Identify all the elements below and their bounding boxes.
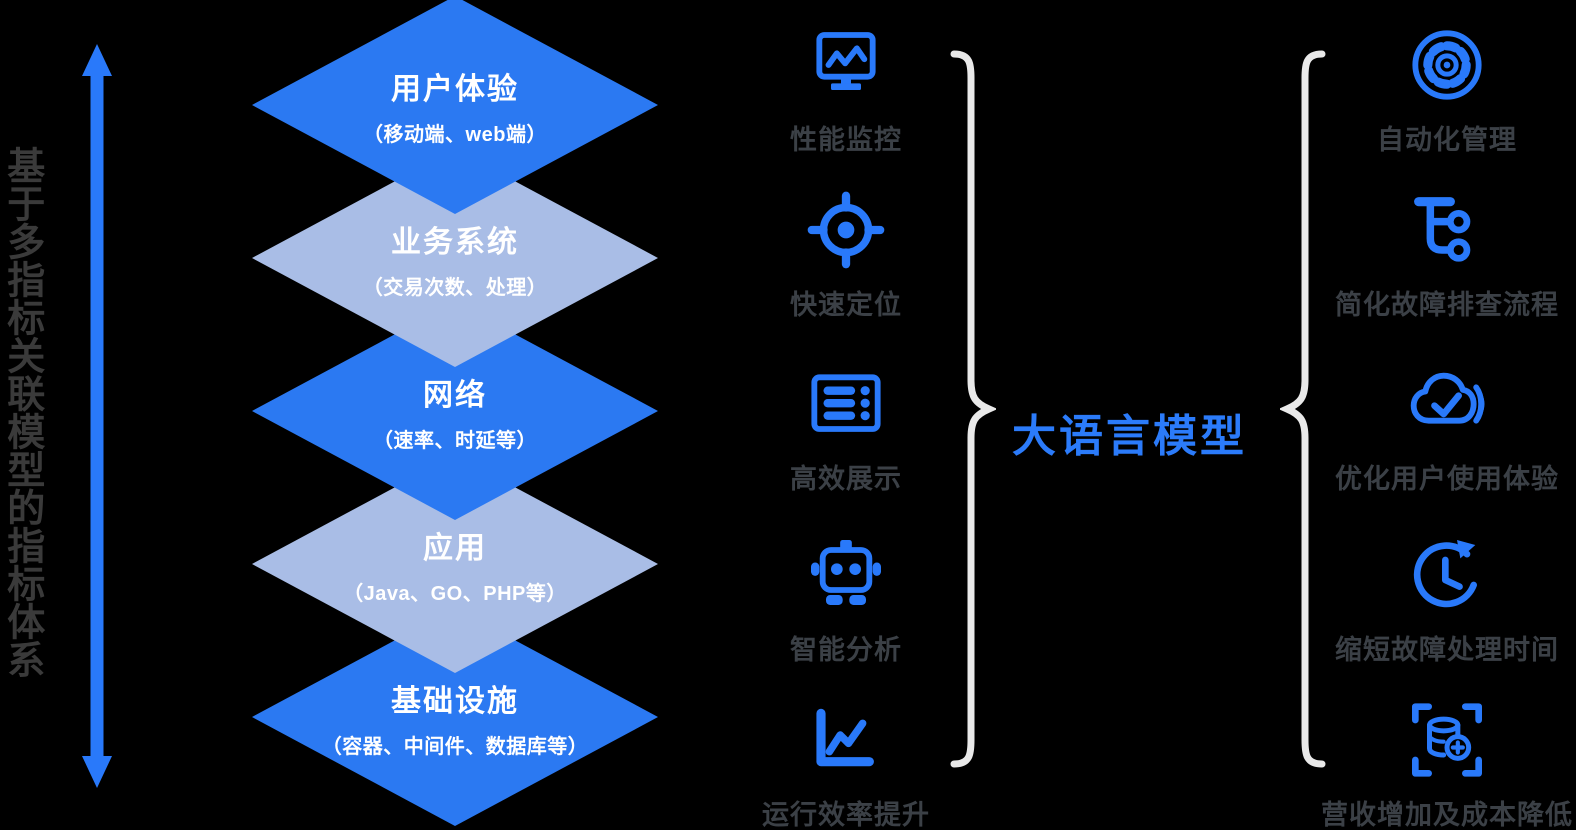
benefit-optimized-user-experience: 优化用户使用体验 [1297,364,1576,496]
performance-monitor-icon [806,25,886,105]
dashboard-list-icon [806,364,886,444]
benefit-shorter-fault-handling: 缩短故障处理时间 [1297,535,1576,667]
revenue-database-icon [1407,700,1487,780]
robot-ai-icon [806,535,886,615]
capability-label: 智能分析 [790,635,902,665]
layer-subtitle: （速率、时延等） [373,429,537,452]
axis-vertical-label: 基于多指标关联模型的指标体系 [0,146,43,678]
clock-history-icon [1407,535,1487,615]
capability-efficiency-improvement: 运行效率提升 [716,700,976,830]
benefit-label: 缩短故障处理时间 [1335,635,1559,665]
benefit-label: 简化故障排查流程 [1335,290,1559,320]
capability-label: 快速定位 [790,290,902,320]
capability-quick-locating: 快速定位 [716,190,976,322]
benefit-automated-management: 自动化管理 [1297,25,1576,157]
layer-subtitle: （容器、中间件、数据库等） [321,735,589,758]
layer-title: 业务系统 [391,225,519,259]
benefit-label: 优化用户使用体验 [1335,464,1559,494]
layer-subtitle: （移动端、web端） [363,123,547,146]
capability-performance-monitoring: 性能监控 [716,25,976,157]
left-curly-brace-icon [948,50,998,773]
double-arrow-icon [79,44,115,793]
layer-title: 应用 [423,531,487,565]
layer-title: 基础设施 [391,684,519,718]
benefit-simplified-troubleshooting: 简化故障排查流程 [1297,190,1576,322]
benefit-revenue-up-cost-down: 营收增加及成本降低 [1297,700,1576,830]
capability-label: 运行效率提升 [762,800,930,830]
layer-title: 网络 [423,378,487,412]
layer-subtitle: （交易次数、处理） [362,276,548,299]
trend-chart-icon [806,700,886,780]
automation-gear-icon [1407,25,1487,105]
benefit-label: 自动化管理 [1377,125,1517,155]
capability-intelligent-analysis: 智能分析 [716,535,976,667]
benefit-label: 营收增加及成本降低 [1321,800,1573,830]
pyramid-layer-user-experience: 用户体验 （移动端、web端） [252,0,658,214]
capability-label: 高效展示 [790,464,902,494]
capability-label: 性能监控 [790,125,902,155]
layer-subtitle: （Java、GO、PHP等） [343,582,567,605]
center-llm-title: 大语言模型 [1012,412,1247,461]
cloud-check-icon [1407,364,1487,444]
capability-efficient-display: 高效展示 [716,364,976,496]
target-locate-icon [806,190,886,270]
branch-flow-icon [1407,190,1487,270]
right-curly-brace-icon [1278,50,1328,773]
layer-title: 用户体验 [391,72,519,106]
